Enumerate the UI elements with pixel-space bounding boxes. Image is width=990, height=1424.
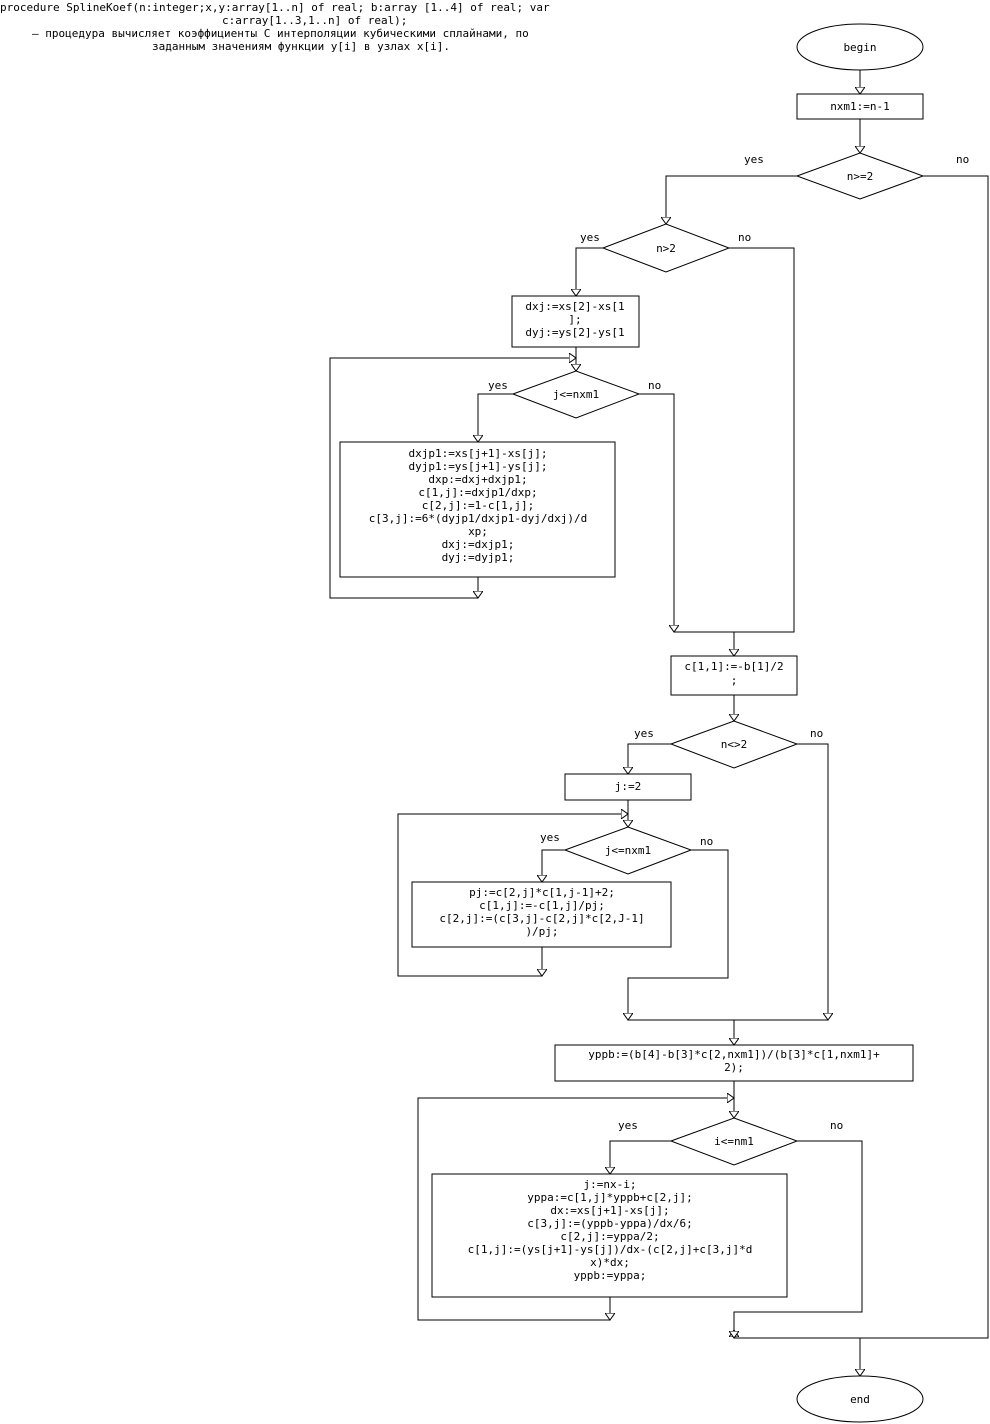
loop2-decision: j<=nxm1 yes no bbox=[540, 826, 713, 875]
decision-n-gt-2: n>2 yes no bbox=[580, 223, 751, 273]
decision-n-ge-2-no-label: no bbox=[956, 153, 969, 166]
loop1-body-line: xp; bbox=[468, 525, 488, 538]
loop1-body: dxjp1:=xs[j+1]-xs[j]; dyjp1:=ys[j+1]-ys[… bbox=[339, 441, 616, 578]
procedure-description-line2: заданным значениям функции y[i] в узлах … bbox=[152, 40, 451, 53]
decision-n-ge-2-text: n>=2 bbox=[847, 170, 874, 183]
yes-branch-n-gt-2 bbox=[576, 247, 603, 296]
loop3-return bbox=[417, 1098, 734, 1321]
yes-branch-n-ge-2 bbox=[666, 175, 797, 224]
yppb-block-line1: yppb:=(b[4]-b[3]*c[2,nxm1])/(b[3]*c[1,nx… bbox=[588, 1048, 880, 1061]
j2-block: j:=2 bbox=[564, 773, 692, 801]
no-branch-n-ne-2 bbox=[797, 743, 828, 1020]
loop3-body-line: yppb:=yppa; bbox=[574, 1269, 647, 1282]
c11-block: c[1,1]:=-b[1]/2 ; bbox=[670, 655, 798, 696]
init-block: nxm1:=n-1 bbox=[796, 93, 924, 120]
loop1-decision-text: j<=nxm1 bbox=[553, 388, 599, 401]
decision-n-ne-2-text: n<>2 bbox=[721, 738, 748, 751]
loop3-body-shape bbox=[431, 1173, 788, 1298]
yppb-block-shape bbox=[554, 1044, 914, 1082]
c11-block-line2: ; bbox=[731, 674, 738, 687]
loop2-no-label: no bbox=[700, 835, 713, 848]
loop1-yes-branch bbox=[478, 393, 513, 442]
procedure-description-line1: – процедура вычисляет коэффициенты С инт… bbox=[32, 27, 529, 40]
c11-block-line1: c[1,1]:=-b[1]/2 bbox=[684, 660, 783, 673]
loop2-body-line: c[2,j]:=(c[3,j]-c[2,j]*c[2,J-1] bbox=[439, 912, 644, 925]
no-branch-n-ge-2 bbox=[734, 175, 989, 1339]
dxj-block-line1: dxj:=xs[2]-xs[1 bbox=[525, 300, 624, 313]
loop1-body-line: dxjp1:=xs[j+1]-xs[j]; bbox=[408, 447, 547, 460]
loop3-body: j:=nx-i; yppa:=c[1,j]*yppb+c[2,j]; dx:=x… bbox=[431, 1173, 788, 1298]
dxj-block-line3: dyj:=ys[2]-ys[1 bbox=[525, 326, 624, 339]
loop3-yes-branch bbox=[610, 1140, 671, 1174]
dxj-block-shape bbox=[511, 295, 640, 348]
decision-n-ge-2-yes-label: yes bbox=[744, 153, 764, 166]
loop3-body-line: c[3,j]:=(yppb-yppa)/dx/6; bbox=[527, 1217, 693, 1230]
loop2-body-line: c[1,j]:=-c[1,j]/pj; bbox=[479, 899, 605, 912]
loop3-body-line: j:=nx-i; bbox=[584, 1178, 637, 1191]
init-block-shape bbox=[796, 93, 924, 120]
end-label: end bbox=[850, 1393, 870, 1406]
loop3-body-line: yppa:=c[1,j]*yppb+c[2,j]; bbox=[527, 1191, 693, 1204]
decision-n-ne-2-no-label: no bbox=[810, 727, 823, 740]
loop2-yes-label: yes bbox=[540, 831, 560, 844]
loop1-decision: j<=nxm1 yes no bbox=[488, 370, 661, 419]
loop3-decision: i<=nm1 yes no bbox=[618, 1117, 843, 1166]
decision-n-gt-2-yes-label: yes bbox=[580, 231, 600, 244]
loop1-body-line: c[3,j]:=6*(dyjp1/dxjp1-dyj/dxj)/d bbox=[369, 512, 588, 525]
end-terminal: end bbox=[796, 1375, 924, 1423]
loop3-body-line: x)*dx; bbox=[590, 1256, 630, 1269]
decision-n-ge-2: n>=2 yes no bbox=[744, 152, 969, 200]
yes-branch-n-ne-2 bbox=[628, 743, 671, 774]
loop2-no-branch bbox=[628, 849, 729, 1020]
begin-terminal: begin bbox=[796, 23, 924, 71]
loop3-body-line: c[1,j]:=(ys[j+1]-ys[j])/dx-(c[2,j]+c[3,j… bbox=[468, 1243, 753, 1256]
loop1-body-line: c[1,j]:=dxjp1/dxp; bbox=[418, 486, 537, 499]
loop1-return bbox=[329, 358, 576, 599]
loop1-body-shape bbox=[339, 441, 616, 578]
decision-n-ne-2: n<>2 yes no bbox=[634, 720, 823, 769]
decision-n-gt-2-no-label: no bbox=[738, 231, 751, 244]
loop2-return bbox=[397, 814, 628, 977]
loop2-decision-text: j<=nxm1 bbox=[605, 844, 651, 857]
loop1-body-line: dyj:=dyjp1; bbox=[442, 551, 515, 564]
c11-block-shape bbox=[670, 655, 798, 696]
loop3-body-line: c[2,j]:=yppa/2; bbox=[560, 1230, 659, 1243]
loop1-no-label: no bbox=[648, 379, 661, 392]
loop1-body-line: dyjp1:=ys[j+1]-ys[j]; bbox=[408, 460, 547, 473]
loop1-no-branch bbox=[639, 393, 674, 632]
loop3-body-line: dx:=xs[j+1]-xs[j]; bbox=[550, 1204, 669, 1217]
end-shape bbox=[796, 1375, 924, 1423]
j2-block-text: j:=2 bbox=[615, 780, 642, 793]
loop3-no-label: no bbox=[830, 1119, 843, 1132]
decision-n-ne-2-yes-label: yes bbox=[634, 727, 654, 740]
procedure-signature-line1: procedure SplineKoef(n:integer;x,y:array… bbox=[0, 1, 550, 14]
loop3-no-branch bbox=[734, 1140, 863, 1338]
procedure-signature-line2: c:array[1..3,1..n] of real); bbox=[222, 14, 408, 27]
loop3-decision-text: i<=nm1 bbox=[714, 1135, 754, 1148]
loop2-yes-branch bbox=[542, 849, 565, 882]
loop2-body-line: pj:=c[2,j]*c[1,j-1]+2; bbox=[469, 886, 615, 899]
loop1-yes-label: yes bbox=[488, 379, 508, 392]
j2-block-shape bbox=[564, 773, 692, 801]
loop2-body: pj:=c[2,j]*c[1,j-1]+2; c[1,j]:=-c[1,j]/p… bbox=[411, 881, 672, 948]
dxj-block: dxj:=xs[2]-xs[1 ]; dyj:=ys[2]-ys[1 bbox=[511, 295, 640, 348]
loop3-yes-label: yes bbox=[618, 1119, 638, 1132]
yppb-block: yppb:=(b[4]-b[3]*c[2,nxm1])/(b[3]*c[1,nx… bbox=[554, 1044, 914, 1082]
begin-label: begin bbox=[843, 41, 876, 54]
loop2-body-shape bbox=[411, 881, 672, 948]
no-branch-n-gt-2 bbox=[729, 247, 795, 633]
loop1-body-line: dxp:=dxj+dxjp1; bbox=[428, 473, 527, 486]
dxj-block-line2: ]; bbox=[568, 313, 581, 326]
loop1-body-line: c[2,j]:=1-c[1,j]; bbox=[422, 499, 535, 512]
loop1-body-line: dxj:=dxjp1; bbox=[442, 538, 515, 551]
decision-n-gt-2-text: n>2 bbox=[656, 242, 676, 255]
yppb-block-line2: 2); bbox=[724, 1061, 744, 1074]
loop2-body-line: )/pj; bbox=[525, 925, 558, 938]
init-block-text: nxm1:=n-1 bbox=[830, 100, 890, 113]
